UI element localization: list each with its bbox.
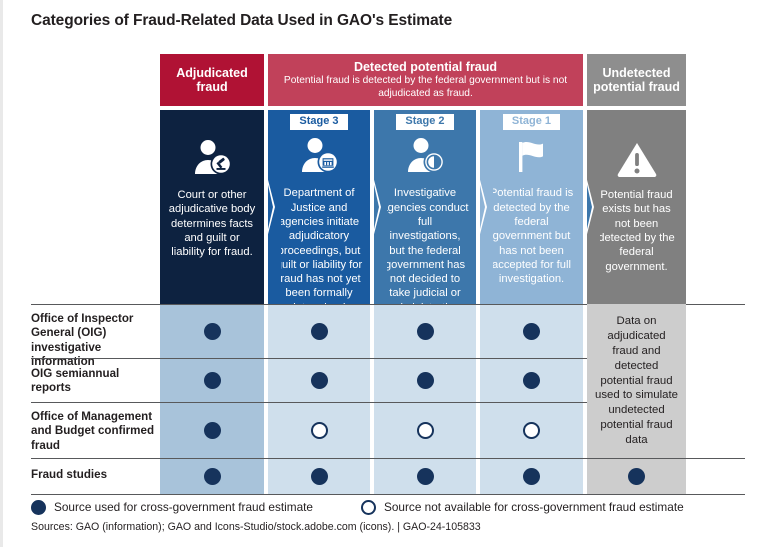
- legend-dot-filled-icon: [31, 499, 46, 515]
- mark-filled: [523, 467, 540, 485]
- mark-filled: [523, 371, 540, 389]
- category-header-undetected-potential-fraud: Undetected potential fraud: [587, 54, 686, 106]
- cell-r1-stage-2: [374, 304, 476, 358]
- stage-column-stage-2: Stage 2 Investigative agencies conduct f…: [374, 110, 476, 304]
- person-gavel-icon: [160, 134, 264, 182]
- cell-r2-stage-2: [374, 358, 476, 402]
- mark-filled: [416, 322, 434, 340]
- mark-filled: [628, 467, 645, 485]
- mark-filled: [310, 467, 328, 485]
- mark-filled: [523, 322, 540, 340]
- row-label-oig-semiannual-reports: OIG semiannual reports: [31, 367, 120, 395]
- stage-badge-3: Stage 3: [290, 114, 348, 131]
- cell-r3-stage-3: [268, 402, 370, 458]
- cell-r4-stage-3: [268, 458, 370, 494]
- stage-description: Potential fraud is detected by the feder…: [489, 187, 574, 286]
- category-header-detected-potential-fraud: Detected potential fraud Potential fraud…: [268, 54, 583, 106]
- stage-badge-1: Stage 1: [502, 114, 561, 131]
- cell-r3-adjudicated: [160, 402, 264, 458]
- cell-r2-stage-1: [480, 358, 583, 402]
- matrix-rule-bottom: [31, 494, 745, 495]
- mark-filled: [416, 371, 434, 389]
- mark-filled: [416, 467, 434, 485]
- badge-spacer: [160, 110, 264, 132]
- legend-item-source-not-available: Source not available for cross-governmen…: [361, 497, 684, 517]
- mark-filled: [203, 421, 221, 439]
- mark-filled: [310, 322, 328, 340]
- mark-filled: [310, 371, 328, 389]
- category-subtitle: Potential fraud is detected by the feder…: [283, 75, 568, 99]
- cell-r2-stage-3: [268, 358, 370, 402]
- cell-r3-stage-1: [480, 402, 583, 458]
- mark-open: [523, 421, 540, 439]
- matrix-rule-3: [31, 458, 745, 459]
- stage-description: Court or other adjudicative body determi…: [168, 189, 256, 259]
- cell-r4-undetected: [587, 458, 686, 494]
- undetected-merged-note: Data on adjudicated fraud and detected p…: [587, 304, 686, 458]
- category-title: Adjudicated fraud: [176, 66, 248, 94]
- badge-spacer: [587, 110, 686, 132]
- cell-r2-adjudicated: [160, 358, 264, 402]
- mark-open: [416, 421, 434, 439]
- stage-badge-2: Stage 2: [396, 114, 454, 131]
- stage-column-stage-1: Stage 1 Potential fraud is detected by t…: [480, 110, 583, 304]
- legend-label: Source used for cross-government fraud e…: [54, 500, 313, 514]
- legend-label: Source not available for cross-governmen…: [384, 500, 684, 514]
- mark-filled: [203, 371, 221, 389]
- stage-description: Investigative agencies conduct full inve…: [381, 187, 469, 304]
- cell-r1-adjudicated: [160, 304, 264, 358]
- cell-r1-stage-3: [268, 304, 370, 358]
- matrix-rule-1: [31, 358, 587, 359]
- category-title: Detected potential fraud: [353, 60, 498, 75]
- mark-filled: [203, 322, 221, 340]
- cell-r1-stage-1: [480, 304, 583, 358]
- matrix-rule-top: [31, 304, 745, 305]
- stage-column-undetected: Potential fraud exists but has not been …: [587, 110, 686, 304]
- category-title: Undetected potential fraud: [593, 66, 680, 94]
- cell-r3-stage-2: [374, 402, 476, 458]
- sources-note: Sources: GAO (information); GAO and Icon…: [31, 521, 481, 533]
- cell-r4-stage-2: [374, 458, 476, 494]
- person-magnifier-icon: [374, 132, 476, 180]
- legend-dot-open-icon: [361, 499, 376, 515]
- warning-triangle-icon: [587, 134, 686, 182]
- matrix-rule-2: [31, 402, 587, 403]
- category-header-adjudicated-fraud: Adjudicated fraud: [160, 54, 264, 106]
- row-label-omb-confirmed-fraud: Office of Management and Budget confirme…: [31, 410, 155, 452]
- row-label-fraud-studies: Fraud studies: [31, 468, 108, 481]
- page-title: Categories of Fraud-Related Data Used in…: [31, 12, 453, 29]
- flag-icon: [480, 132, 583, 180]
- stage-column-stage-3: Stage 3 Department of Justice and agenci…: [268, 110, 370, 304]
- person-courthouse-icon: [268, 132, 370, 180]
- stage-column-adjudicated: Court or other adjudicative body determi…: [160, 110, 264, 304]
- cell-r4-stage-1: [480, 458, 583, 494]
- stage-description: Potential fraud exists but has not been …: [598, 189, 675, 273]
- legend-item-source-used: Source used for cross-government fraud e…: [31, 497, 313, 517]
- legend: Source used for cross-government fraud e…: [31, 497, 745, 517]
- mark-filled: [203, 467, 221, 485]
- row-label-oig-investigative-information: Office of Inspector General (OIG) invest…: [31, 312, 134, 369]
- stage-description: Department of Justice and agencies initi…: [275, 187, 363, 304]
- cell-r4-adjudicated: [160, 458, 264, 494]
- mark-open: [310, 421, 328, 439]
